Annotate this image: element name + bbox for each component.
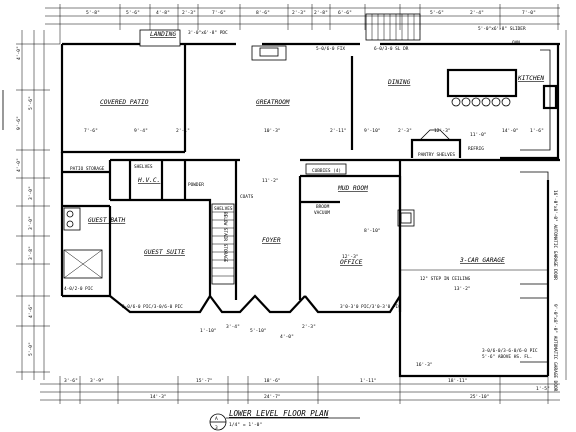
note-garage-height: 5'-6" ABOVE HS. FL. <box>482 354 532 360</box>
dim-top-4: 7'-6" <box>212 10 226 16</box>
dim-int-4: 2'-11" <box>330 128 347 134</box>
dim-top-0: 5'-8" <box>86 10 100 16</box>
note-shelves-2: SHELVES <box>214 206 233 212</box>
dim-bottom-0: 3'-6" <box>64 378 78 384</box>
dim-int-3: 10'-3" <box>264 128 281 134</box>
note-door-top: 3'-0"x6'-8" PDC <box>188 30 228 36</box>
note-slider: 5'-0"x6'-8" SLIDER <box>478 26 526 32</box>
dim-bottom-2: 14'-3" <box>150 394 167 400</box>
note-shelves-1: SHELVES <box>134 164 153 170</box>
room-greatroom: GREATROOM <box>256 99 290 106</box>
note-garage-win: 3-0/6-0/3-6-0/6-0 PIC <box>482 348 538 354</box>
dim-int-11: 12'-3" <box>342 254 359 260</box>
dim-int-2: 2'-1" <box>176 128 190 134</box>
plan-title: LOWER LEVEL FLOOR PLAN <box>229 409 329 418</box>
dim-int-9: 14'-0" <box>502 128 519 134</box>
dim-top-2: 4'-8" <box>156 10 170 16</box>
dim-bottom-5: 1'-11" <box>360 378 377 384</box>
note-cubbies: CUBBIES (4) <box>312 168 341 174</box>
dim-top-9: 5'-6" <box>430 10 444 16</box>
dim-top-6: 2'-3" <box>292 10 306 16</box>
dim-bottom-6: 24'-7" <box>264 394 281 400</box>
dim-bottom-9: 1'-5" <box>536 386 550 392</box>
annotations: SHELVES SHELVES COATS CUBBIES (4) BROOM … <box>64 26 558 392</box>
dim-int-8: 11'-0" <box>470 132 487 138</box>
room-covered-patio: COVERED PATIO <box>100 99 149 106</box>
room-office: OFFICE <box>340 259 363 266</box>
dim-int-5: 9'-10" <box>364 128 381 134</box>
note-step-ceiling: 12" STEP IN CEILING <box>420 276 471 282</box>
dim-top-8: 6'-6" <box>338 10 352 16</box>
room-landing: LANDING <box>150 31 176 38</box>
room-dining: DINING <box>387 79 411 86</box>
plan-scale: 1/4" = 1'-0" <box>229 422 262 428</box>
dim-left-6: 3'-8" <box>28 246 34 260</box>
dim-left-2: 9'-6" <box>16 116 22 130</box>
note-refrig: REFRIG <box>468 146 484 152</box>
note-guest-suite-win: 3-0/6-0 PIC/3-0/6-0 PIC <box>122 304 183 310</box>
dim-top-11: 7'-0" <box>522 10 536 16</box>
note-coats: COATS <box>240 194 254 200</box>
dim-top-10: 2'-4" <box>470 10 484 16</box>
note-office-win: 3'0-3'0 PIC/3'0-3'0 PIC <box>340 304 401 310</box>
note-vacuum: VACUUM <box>314 210 330 216</box>
dim-bottom-8: 25'-10" <box>470 394 489 400</box>
room-foyer: FOYER <box>262 237 281 244</box>
title-tag-letter: A <box>215 416 218 422</box>
dim-int-0: 7'-6" <box>84 128 98 134</box>
dim-int-13: 8'-10" <box>364 228 381 234</box>
dim-int-20: 11'-2" <box>262 178 279 184</box>
walls <box>60 13 560 378</box>
dim-left-8: 5'-0" <box>28 342 34 356</box>
room-mud-room: MUD ROOM <box>337 185 368 192</box>
dim-int-6: 2'-3" <box>398 128 412 134</box>
dim-top-1: 5'-6" <box>126 10 140 16</box>
dim-int-1: 9'-4" <box>134 128 148 134</box>
dim-int-7: 12'-3" <box>434 128 451 134</box>
dim-bottom-3: 15'-7" <box>196 378 213 384</box>
dim-int-16: 16'-3" <box>416 362 433 368</box>
room-hvc: H.V.C. <box>137 177 160 184</box>
room-kitchen: KITCHEN <box>517 75 544 82</box>
dim-left-4: 3'-0" <box>28 186 34 200</box>
room-garage: 3-CAR GARAGE <box>459 257 505 264</box>
dim-top-7: 2'-8" <box>314 10 328 16</box>
note-stair-storage: BELOW STAIR STORAGE <box>222 212 228 263</box>
note-pantry-shelves: PANTRY SHELVES <box>418 152 455 158</box>
dim-left-0: 4'-0" <box>16 46 22 60</box>
dim-int-10: 1'-6" <box>530 128 544 134</box>
note-door-great: 5-0/6-0 FIX <box>316 46 345 52</box>
note-door-dining: 6-0/3-0 SL DR <box>374 46 409 52</box>
room-guest-suite: GUEST SUITE <box>144 249 185 256</box>
title-tag-number: 3 <box>215 425 218 431</box>
dim-left-7: 4'-6" <box>28 304 34 318</box>
dim-left-5: 3'-0" <box>28 216 34 230</box>
dim-top-3: 2'-3" <box>182 10 196 16</box>
note-garage-door-2: 9'-0"x8'-0" AUTOMATIC GARAGE DOOR <box>552 304 558 392</box>
room-labels: LANDING COVERED PATIO GREATROOM DINING K… <box>70 31 544 266</box>
note-broom: BROOM <box>316 204 330 210</box>
dim-int-19: 2'-3" <box>302 324 316 330</box>
title-block: A 3 LOWER LEVEL FLOOR PLAN 1/4" = 1'-0" <box>209 409 360 431</box>
dim-int-17: 3'-4" <box>226 324 240 330</box>
dim-bottom-7: 18'-11" <box>448 378 467 384</box>
dim-int-15: 1'-10" <box>200 328 217 334</box>
note-oven: OVN <box>512 40 520 46</box>
note-garage-door-1: 16'-0"x8'-0" AUTOMATIC GARAGE DOOR <box>552 190 558 280</box>
dim-bottom-1: 3'-9" <box>90 378 104 384</box>
note-guest-win: 4-0/2-0 PIC <box>64 286 93 292</box>
dimension-lines <box>2 4 567 404</box>
dim-int-12: 13'-2" <box>454 286 471 292</box>
dim-int-14: 5'-10" <box>250 328 267 334</box>
dim-left-3: 4'-0" <box>16 158 22 172</box>
dim-bottom-4: 18'-6" <box>264 378 281 384</box>
room-powder: POWDER <box>188 182 204 188</box>
room-patio-storage: PATIO STORAGE <box>70 166 105 172</box>
dim-left-1: 5'-6" <box>28 96 34 110</box>
room-guest-bath: GUEST BATH <box>88 217 126 224</box>
dim-top-5: 8'-6" <box>256 10 270 16</box>
dimension-text: 5'-8" 5'-6" 4'-8" 2'-3" 7'-6" 8'-6" 2'-3… <box>16 10 550 400</box>
dim-int-18: 4'-0" <box>280 334 294 340</box>
